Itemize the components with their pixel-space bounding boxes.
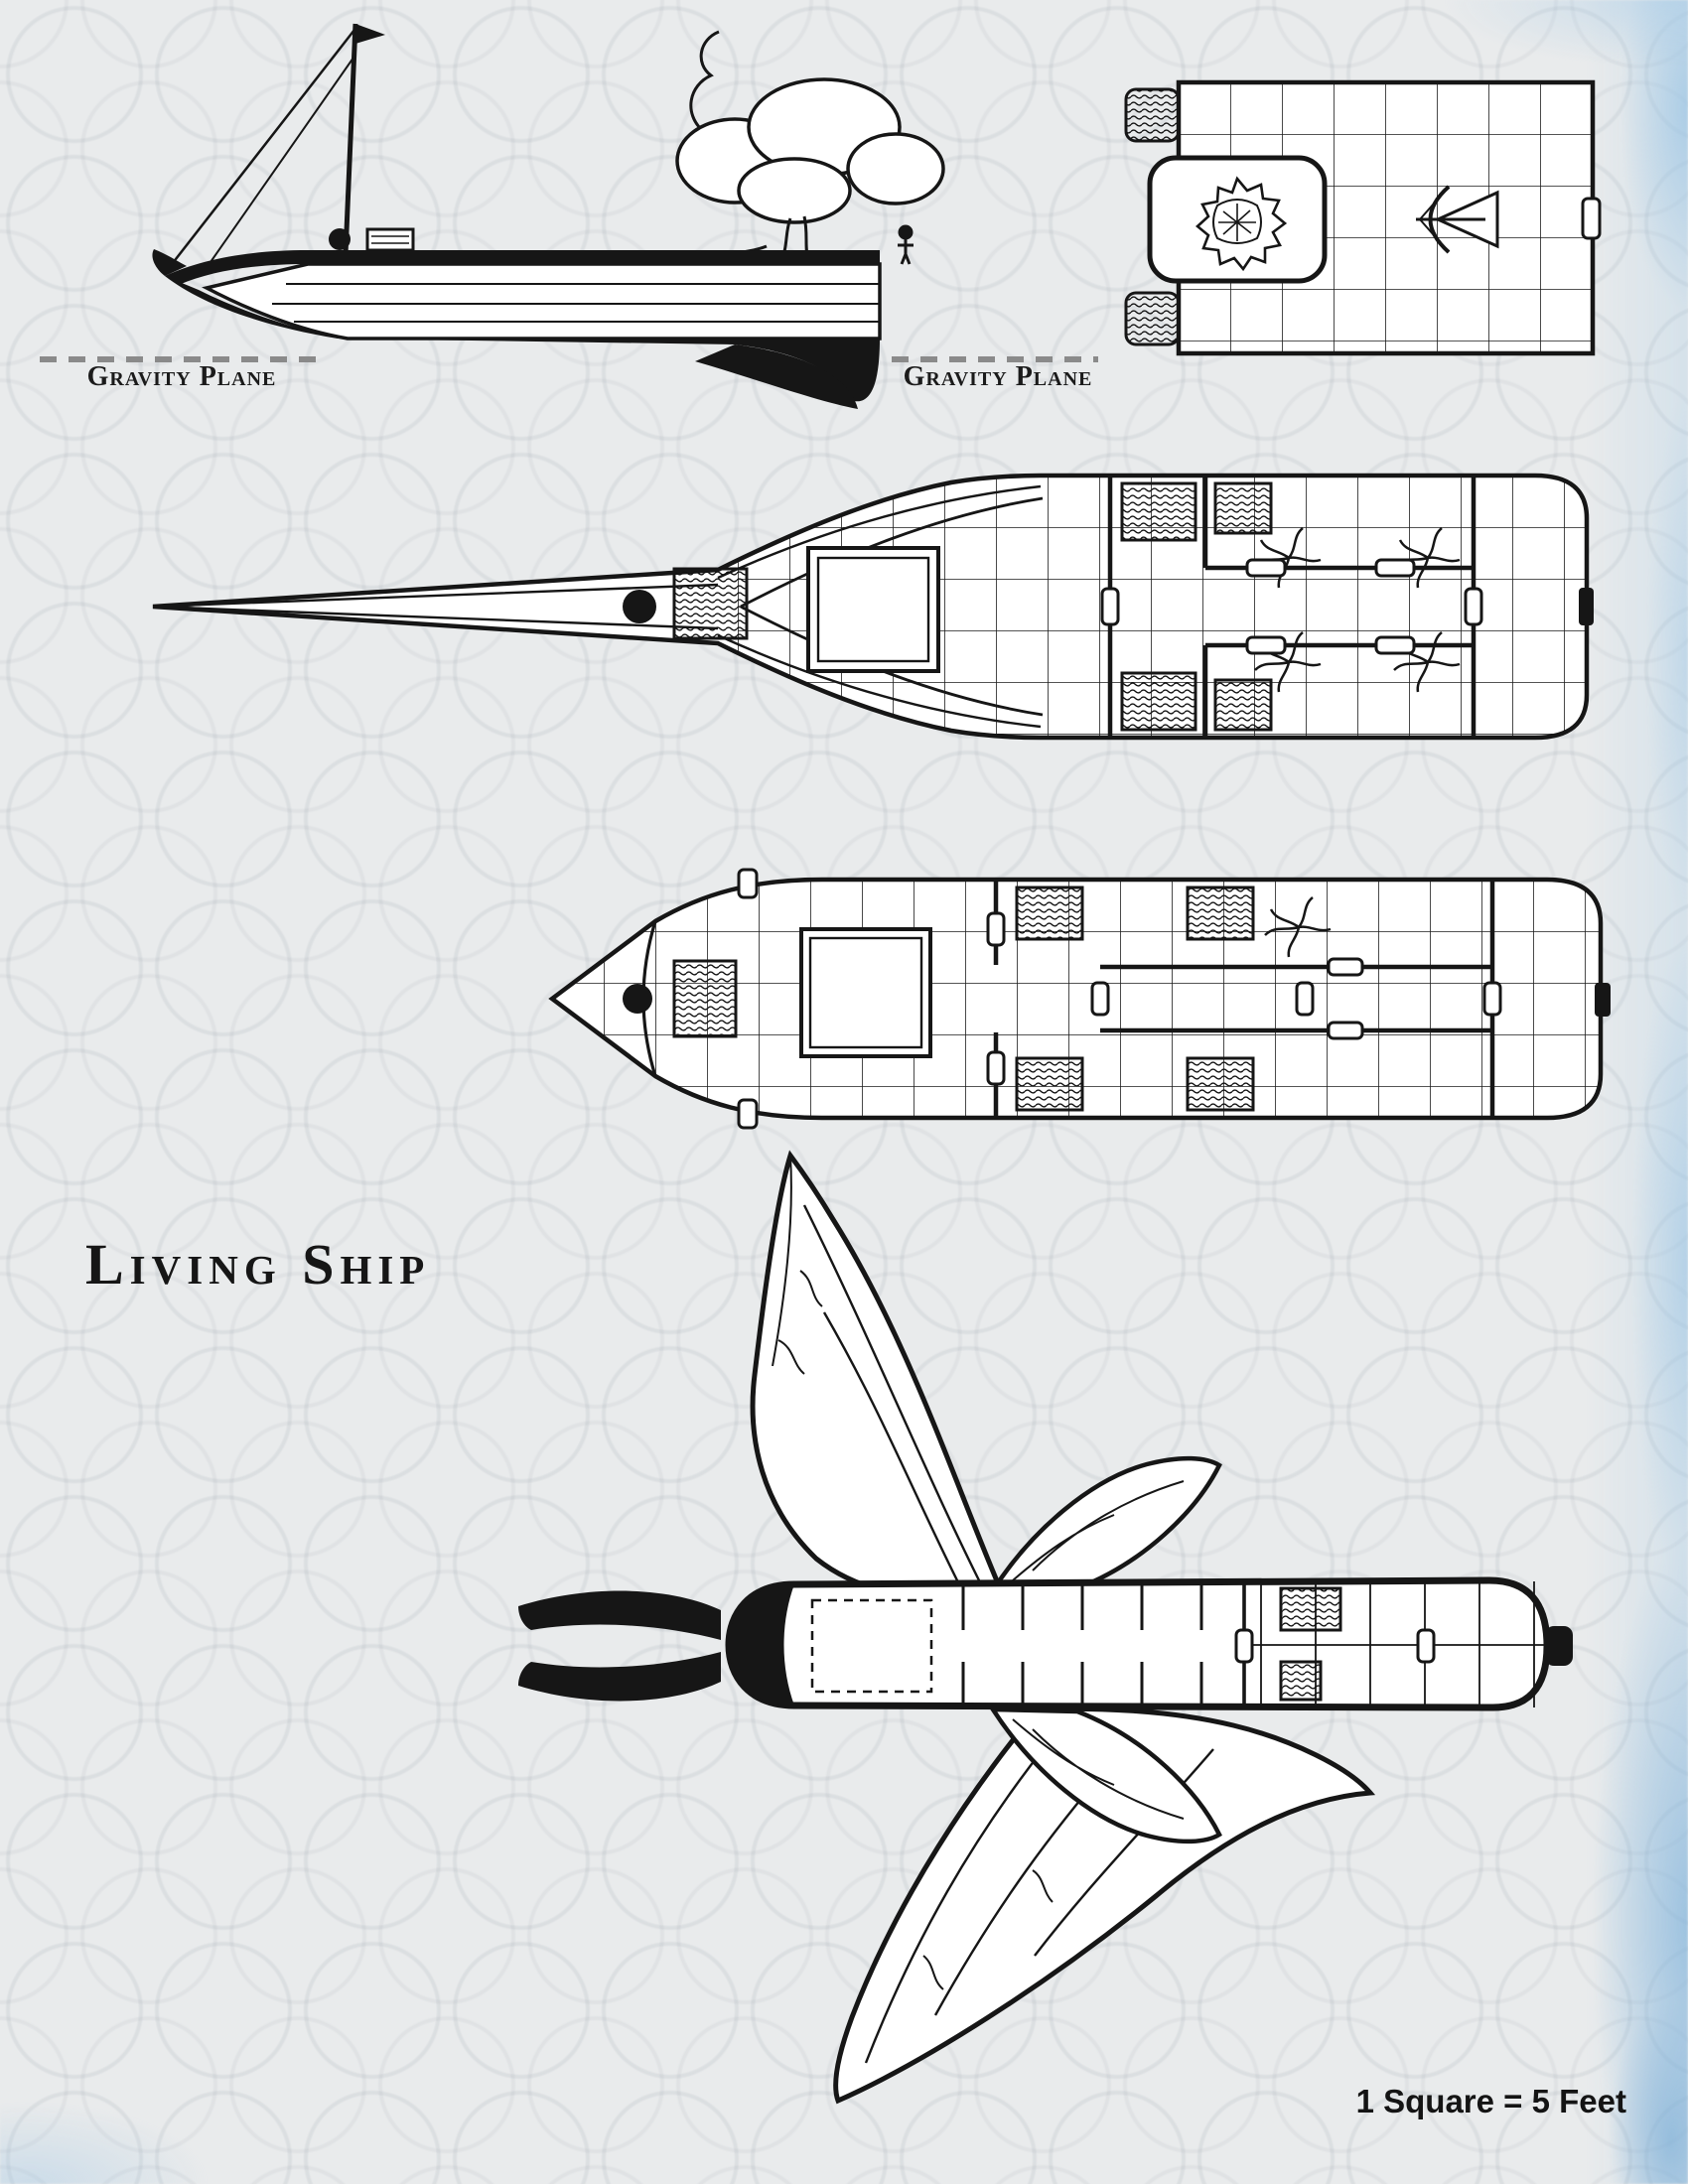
cargo-hatch bbox=[799, 927, 932, 1058]
companionway-hatch bbox=[672, 567, 749, 640]
stairs-hatch-top bbox=[1120, 481, 1197, 542]
aft-deck-grid bbox=[1176, 79, 1596, 356]
upper-wing-drawing bbox=[750, 1150, 1005, 1600]
mast-and-rigging-drawing bbox=[168, 23, 385, 269]
aft-deck-plan bbox=[1124, 79, 1602, 356]
stairs-hatch-bottom-fore bbox=[1015, 1056, 1084, 1112]
doors bbox=[1100, 558, 1483, 655]
lower-fin-drawing bbox=[988, 1706, 1222, 1844]
upper-fin-drawing bbox=[988, 1455, 1222, 1593]
stern-post bbox=[1595, 983, 1611, 1017]
gravity-plane-label-right: Gravity Plane bbox=[903, 361, 1093, 392]
below-deck-dashed-room bbox=[810, 1598, 933, 1694]
crew-figure-drawing bbox=[898, 224, 914, 265]
stairs-hatch-small bbox=[1279, 1660, 1323, 1702]
ballista-drawing bbox=[1416, 185, 1499, 254]
lower-wing-drawing bbox=[833, 1706, 1376, 2105]
stern-post bbox=[1579, 588, 1594, 625]
mast-socket bbox=[623, 590, 656, 623]
stairs-hatch-top-fore bbox=[1015, 886, 1084, 941]
bow-blade-detail bbox=[152, 484, 1044, 729]
door-aft-starboard bbox=[1581, 197, 1602, 240]
stairs-hatch-bottom-aft bbox=[1186, 1056, 1255, 1112]
stairs-hatch-top-aft bbox=[1186, 886, 1255, 941]
doors bbox=[986, 911, 1502, 1086]
exterior-winged-view bbox=[518, 1150, 1573, 2105]
map-scale-note: 1 Square = 5 Feet bbox=[1355, 2083, 1626, 2119]
lower-deck-plan bbox=[548, 868, 1611, 1130]
stairs-hatch-top bbox=[1124, 87, 1181, 143]
hull-edge-doors bbox=[737, 868, 759, 1130]
doors bbox=[1234, 1628, 1436, 1664]
main-deck-plan bbox=[152, 473, 1594, 741]
decorative-marbling-bottom-left bbox=[0, 2015, 298, 2184]
gravity-plane-label-left: Gravity Plane bbox=[86, 361, 277, 392]
stairs-hatch bbox=[1279, 1586, 1342, 1632]
mast-socket bbox=[623, 984, 652, 1014]
stairs-hatch-inner-top bbox=[1213, 481, 1273, 535]
stairs-hatch-bottom bbox=[1120, 671, 1197, 732]
creature-figure-drawing bbox=[1196, 176, 1288, 272]
side-elevation-view bbox=[40, 23, 1098, 409]
interior-walls bbox=[993, 880, 1495, 1118]
stairs-hatch-bottom bbox=[1124, 291, 1181, 346]
hull-top-view-drawing bbox=[725, 1576, 1573, 1711]
tree-foliage-drawing bbox=[675, 30, 945, 270]
forked-prow-drawing bbox=[518, 1590, 721, 1702]
cargo-hatch bbox=[806, 546, 940, 673]
hull-silhouette-drawing bbox=[152, 227, 882, 409]
stairs-hatch-inner-bottom bbox=[1213, 678, 1273, 732]
stern-post bbox=[1545, 1626, 1573, 1666]
companionway-hatch bbox=[672, 959, 738, 1038]
page-title: Living Ship bbox=[85, 1232, 431, 1297]
